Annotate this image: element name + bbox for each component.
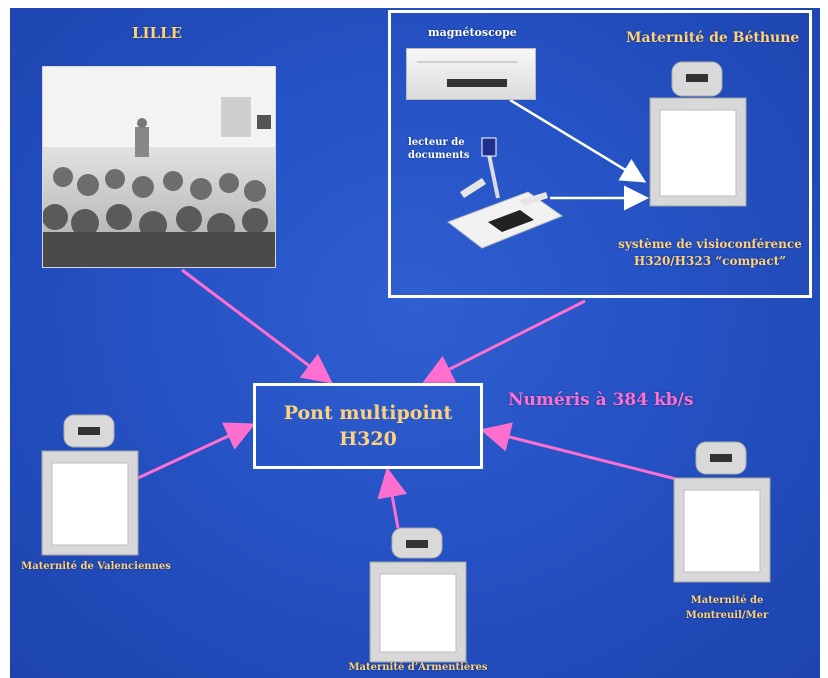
- arrow-lille-to-hub: [181, 268, 333, 384]
- diagram-canvas: LILLE Maternité de Béthune magnétoscope: [10, 8, 820, 678]
- document-reader-label: lecteur de documents: [408, 137, 470, 161]
- multipoint-bridge-box: Pont multipoint H320: [253, 383, 483, 469]
- arrow-montreuil-to-hub: [480, 422, 681, 482]
- bethune-visio-system: [649, 61, 747, 207]
- visio-system-label: système de visioconférence H320/H323 “co…: [618, 237, 802, 268]
- arrow-valenciennes-to-hub: [137, 422, 256, 480]
- audience-illustration: [42, 67, 275, 267]
- connection-arrows: [137, 98, 681, 529]
- site-label-armentieres: Maternité d’Armentières: [348, 662, 488, 673]
- hub-line1: Pont multipoint: [283, 402, 453, 424]
- bethune-title: Maternité de Béthune: [626, 30, 800, 46]
- magnetoscope-device: [406, 48, 536, 100]
- bethune-site-box: [388, 10, 812, 298]
- numeris-link-text: Numéris à 384 kb/s: [508, 390, 694, 410]
- valenciennes-visio-system: [41, 414, 139, 556]
- magnetoscope-label: magnétoscope: [428, 26, 517, 39]
- arrow-bethune-to-hub: [422, 299, 586, 383]
- numeris-link-label: Numéris à 384 kb/s: [508, 390, 693, 410]
- site-label-valenciennes: Maternité de Valenciennes: [21, 561, 171, 572]
- montreuil-visio-system: [673, 441, 771, 583]
- hub-line2: H320: [339, 428, 397, 450]
- document-reader-device: [446, 137, 564, 249]
- lille-title: LILLE: [132, 24, 183, 42]
- arrow-magnetoscope-to-visio: [509, 98, 647, 183]
- arrow-armentieres-to-hub: [377, 467, 408, 529]
- armentieres-visio-system: [369, 527, 467, 663]
- lille-conference-photo: [42, 66, 276, 268]
- site-label-montreuil: Maternité de Montreuil/Mer: [685, 595, 769, 621]
